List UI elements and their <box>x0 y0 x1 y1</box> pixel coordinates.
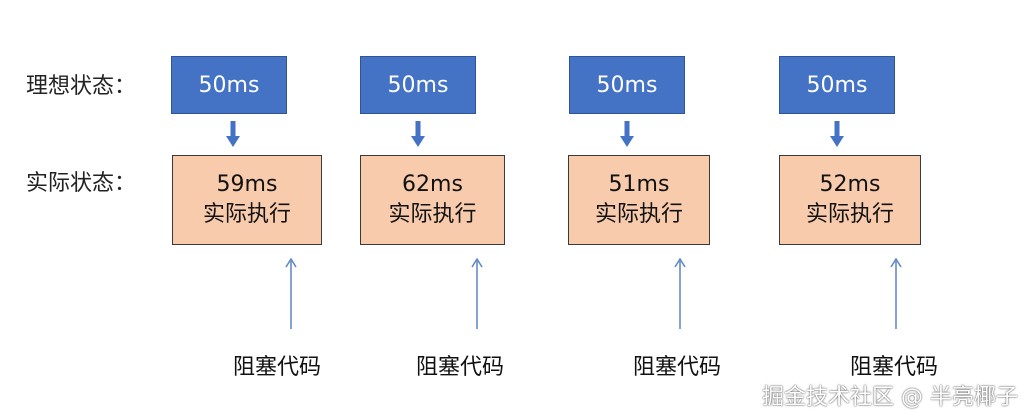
up-arrow-icon <box>674 257 686 329</box>
up-arrow-icon <box>471 257 483 329</box>
blocking-code-label-3: 阻塞代码 <box>633 355 722 380</box>
up-arrow-icon <box>285 257 297 329</box>
ideal-block-2: 50ms <box>360 56 476 114</box>
down-arrow-icon <box>830 121 844 147</box>
blocking-code-label-4: 阻塞代码 <box>850 355 939 380</box>
down-arrow-icon <box>226 121 240 147</box>
blocking-code-label-1: 阻塞代码 <box>233 355 322 380</box>
actual-block-time: 52ms <box>819 172 881 197</box>
actual-block-text: 实际执行 <box>388 202 477 227</box>
up-arrow-icon <box>890 257 902 329</box>
ideal-block-3: 50ms <box>569 56 685 114</box>
actual-block-time: 62ms <box>402 172 463 197</box>
ideal-state-label: 理想状态： <box>26 74 137 99</box>
actual-block-time: 59ms <box>216 172 278 197</box>
actual-block-2: 62ms 实际执行 <box>360 155 505 245</box>
actual-block-3: 51ms 实际执行 <box>568 155 710 245</box>
actual-block-1: 59ms 实际执行 <box>172 155 322 245</box>
ideal-block-1: 50ms <box>171 56 287 114</box>
actual-state-label: 实际状态： <box>26 171 137 196</box>
ideal-block-4: 50ms <box>779 56 895 114</box>
actual-block-text: 实际执行 <box>202 202 291 227</box>
actual-block-4: 52ms 实际执行 <box>779 155 921 245</box>
down-arrow-icon <box>620 121 634 147</box>
down-arrow-icon <box>411 121 425 147</box>
actual-block-text: 实际执行 <box>594 202 683 227</box>
watermark: 掘金技术社区 @ 半亮椰子 <box>762 385 1018 410</box>
actual-block-text: 实际执行 <box>805 202 894 227</box>
actual-block-time: 51ms <box>608 172 670 197</box>
blocking-code-label-2: 阻塞代码 <box>416 355 505 380</box>
